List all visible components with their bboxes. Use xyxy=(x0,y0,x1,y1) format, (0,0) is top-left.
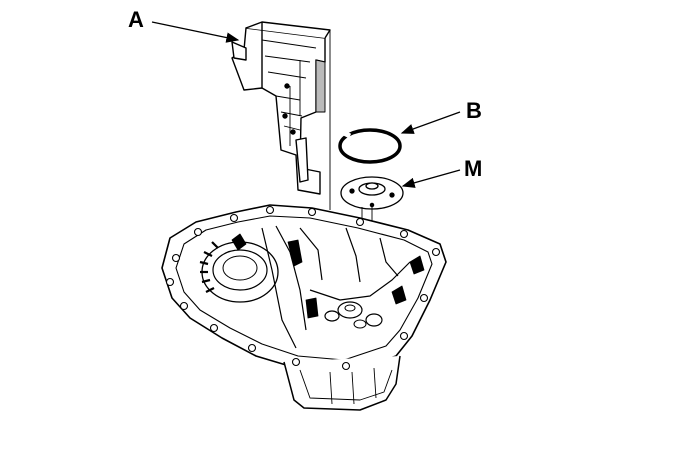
leader-arrow-m xyxy=(401,169,461,188)
snap-ring xyxy=(338,128,402,164)
transmission-housing xyxy=(161,204,447,411)
callout-label-m: M xyxy=(464,156,483,181)
leader-arrow-b xyxy=(400,111,461,134)
leader-arrow-a xyxy=(151,21,240,43)
leader-arrows xyxy=(151,21,461,188)
part-a xyxy=(231,21,331,195)
callout-label-a: A xyxy=(128,7,144,32)
callout-label-b: B xyxy=(466,98,482,123)
magnet-plate xyxy=(340,176,404,210)
